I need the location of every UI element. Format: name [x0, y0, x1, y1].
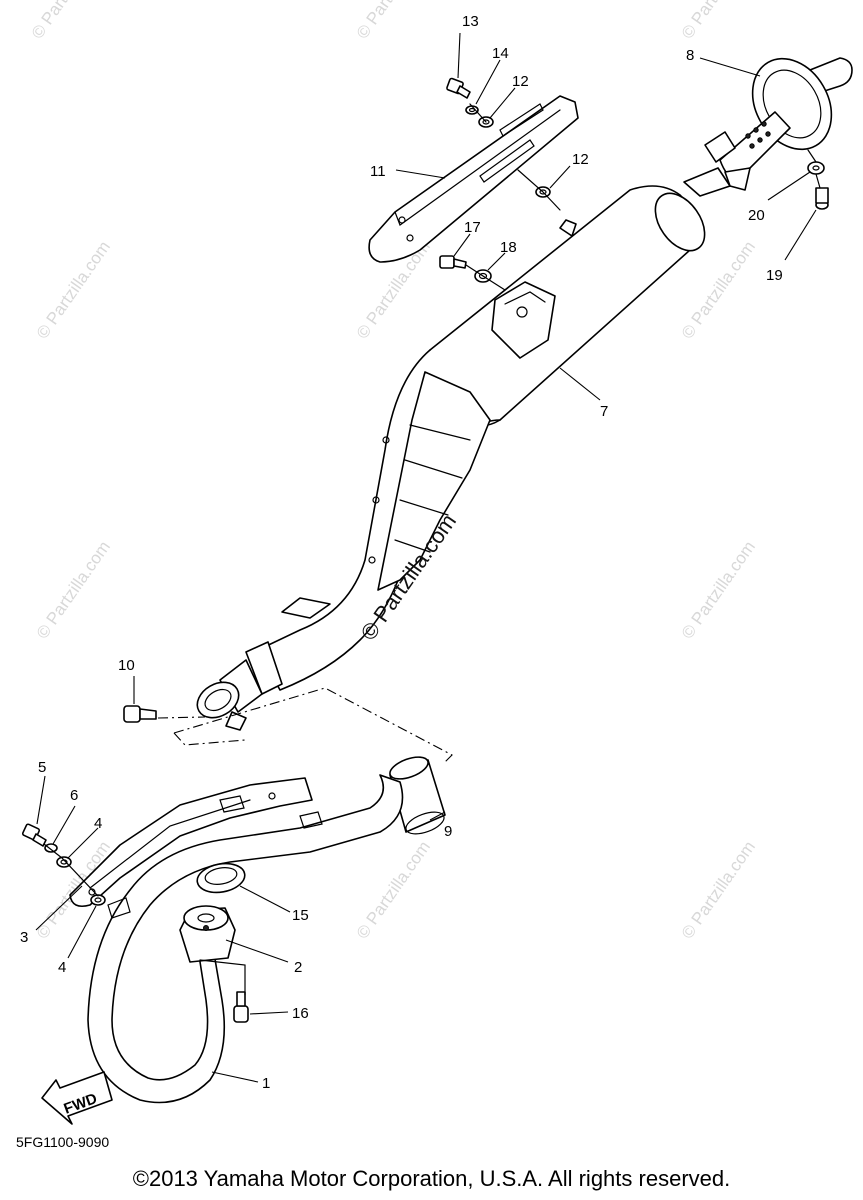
callout-4-top: 4: [94, 815, 102, 832]
part-11-protector: [368, 95, 579, 263]
callout-7: 7: [600, 403, 608, 420]
callout-17: 17: [464, 219, 481, 236]
part-14-washer: [465, 105, 479, 115]
watermark-4: © Partzilla.com: [33, 238, 114, 343]
watermark-8: © Partzilla.com: [678, 538, 759, 643]
watermark-11: © Partzilla.com: [678, 838, 759, 943]
fwd-arrow-icon: FWD: [41, 1071, 113, 1125]
part-9-gasket: [389, 756, 446, 835]
callout-20: 20: [748, 207, 765, 224]
callout-1: 1: [262, 1075, 270, 1092]
callout-5: 5: [38, 759, 46, 776]
watermark-6: © Partzilla.com: [678, 238, 759, 343]
callout-3: 3: [20, 929, 28, 946]
diagram-code: 5FG1100-9090: [16, 1134, 110, 1150]
part-8-end-cap: [683, 57, 853, 197]
watermark-3: © Partzilla.com: [678, 0, 759, 42]
callout-14: 14: [492, 45, 509, 62]
callout-9: 9: [444, 823, 452, 840]
callout-19: 19: [766, 267, 783, 284]
callout-15: 15: [292, 907, 309, 924]
callout-12-mid: 12: [572, 151, 589, 168]
part-5-bolt: [21, 823, 47, 847]
callout-labels: 13 14 12 12 11 8 20 19 17 18 7 10 9 5 6 …: [20, 13, 783, 1092]
part-15-gasket: [196, 862, 246, 894]
part-2-flange: [179, 905, 236, 963]
part-13-bolt: [446, 77, 471, 99]
watermark-1: © Partzilla.com: [28, 0, 109, 42]
part-16-bolt: [233, 991, 249, 1023]
leader-lines: [35, 32, 817, 1083]
part-19-screw: [815, 187, 829, 210]
part-4-washer-b: [90, 894, 106, 906]
callout-10: 10: [118, 657, 135, 674]
part-20-washer: [807, 161, 825, 175]
watermark-7: © Partzilla.com: [33, 538, 114, 643]
part-10-bolt: [123, 705, 157, 723]
callout-6: 6: [70, 787, 78, 804]
part-1-exhaust-pipe: [87, 774, 404, 1104]
watermark-10: © Partzilla.com: [353, 838, 434, 943]
callout-2: 2: [294, 959, 302, 976]
copyright-notice: ©2013 Yamaha Motor Corporation, U.S.A. A…: [132, 1166, 731, 1191]
callout-18: 18: [500, 239, 517, 256]
watermark-2: © Partzilla.com: [353, 0, 434, 42]
part-6-washer: [44, 843, 58, 853]
callout-16: 16: [292, 1005, 309, 1022]
callout-4-bottom: 4: [58, 959, 66, 976]
callout-13: 13: [462, 13, 479, 30]
assembly-guide-lines: [43, 103, 821, 996]
part-7-muffler: [196, 185, 706, 731]
callout-8: 8: [686, 47, 694, 64]
part-17-bolt: [439, 255, 467, 269]
callout-11: 11: [370, 163, 386, 180]
callout-12-top: 12: [512, 73, 529, 90]
